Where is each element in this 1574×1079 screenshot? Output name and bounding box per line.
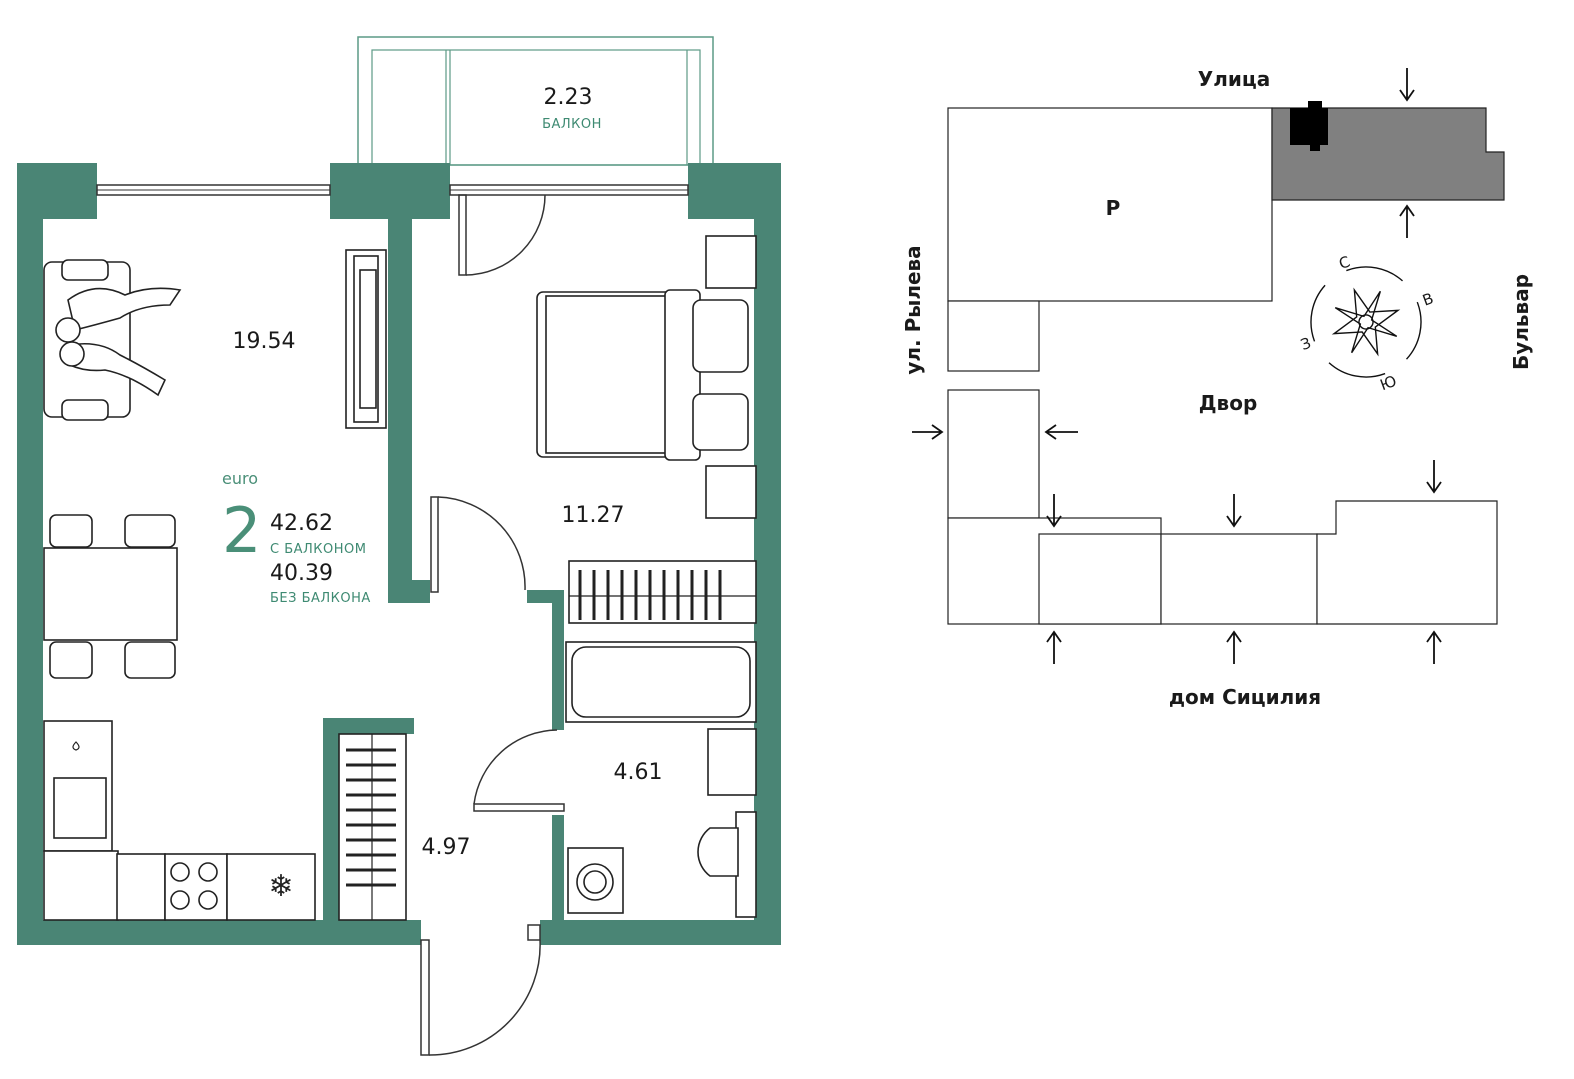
windows [96,184,689,196]
hall-area: 4.97 [422,835,471,860]
series-label: euro [222,469,258,488]
bedroom-area: 11.27 [562,503,625,528]
compass-north: С [1336,253,1352,274]
yard-label: Двор [1199,391,1258,415]
living-area: 19.54 [233,329,296,354]
total-area-with-balcony: 42.62 [270,511,333,536]
apartment-summary: euro 2 42.62 С БАЛКОНОМ 40.39 БЕЗ БАЛКОН… [222,469,371,606]
apartment-plan: 2.23 БАЛКОН [17,36,781,1056]
compass-south: Ю [1378,372,1399,394]
walls [17,163,781,945]
kitchen-furniture: ❄ [43,720,316,921]
hall-closet [338,733,407,921]
balcony-area: 2.23 [544,85,593,110]
neighbor-label: дом Сицилия [1169,685,1321,709]
with-balcony-caption: С БАЛКОНОМ [270,542,366,557]
building-letter: Р [1106,196,1121,220]
balcony: 2.23 БАЛКОН [357,36,714,166]
doors [420,194,565,1056]
bathroom-furniture [565,641,757,918]
highlighted-building [1271,107,1505,201]
balcony-caption: БАЛКОН [542,117,602,132]
street-left-label: ул. Рылева [901,245,925,374]
compass-west: З [1298,334,1313,354]
entrance-arrows [912,68,1442,664]
total-area-without-balcony: 40.39 [270,561,333,586]
bedroom-furniture [536,235,757,624]
street-top-label: Улица [1198,67,1270,91]
room-count: 2 [222,494,261,567]
compass-icon: С В Ю З [1298,253,1436,395]
without-balcony-caption: БЕЗ БАЛКОНА [270,591,371,606]
living-furniture [43,249,387,679]
boulevard-label: Бульвар [1509,274,1533,370]
snowflake-icon: ❄ [268,869,293,904]
compass-east: В [1420,289,1436,309]
bathroom-area: 4.61 [614,760,663,785]
building-r [947,107,1273,302]
site-map: Улица ул. Рылева Бульвар Двор дом Сицили… [901,67,1533,709]
